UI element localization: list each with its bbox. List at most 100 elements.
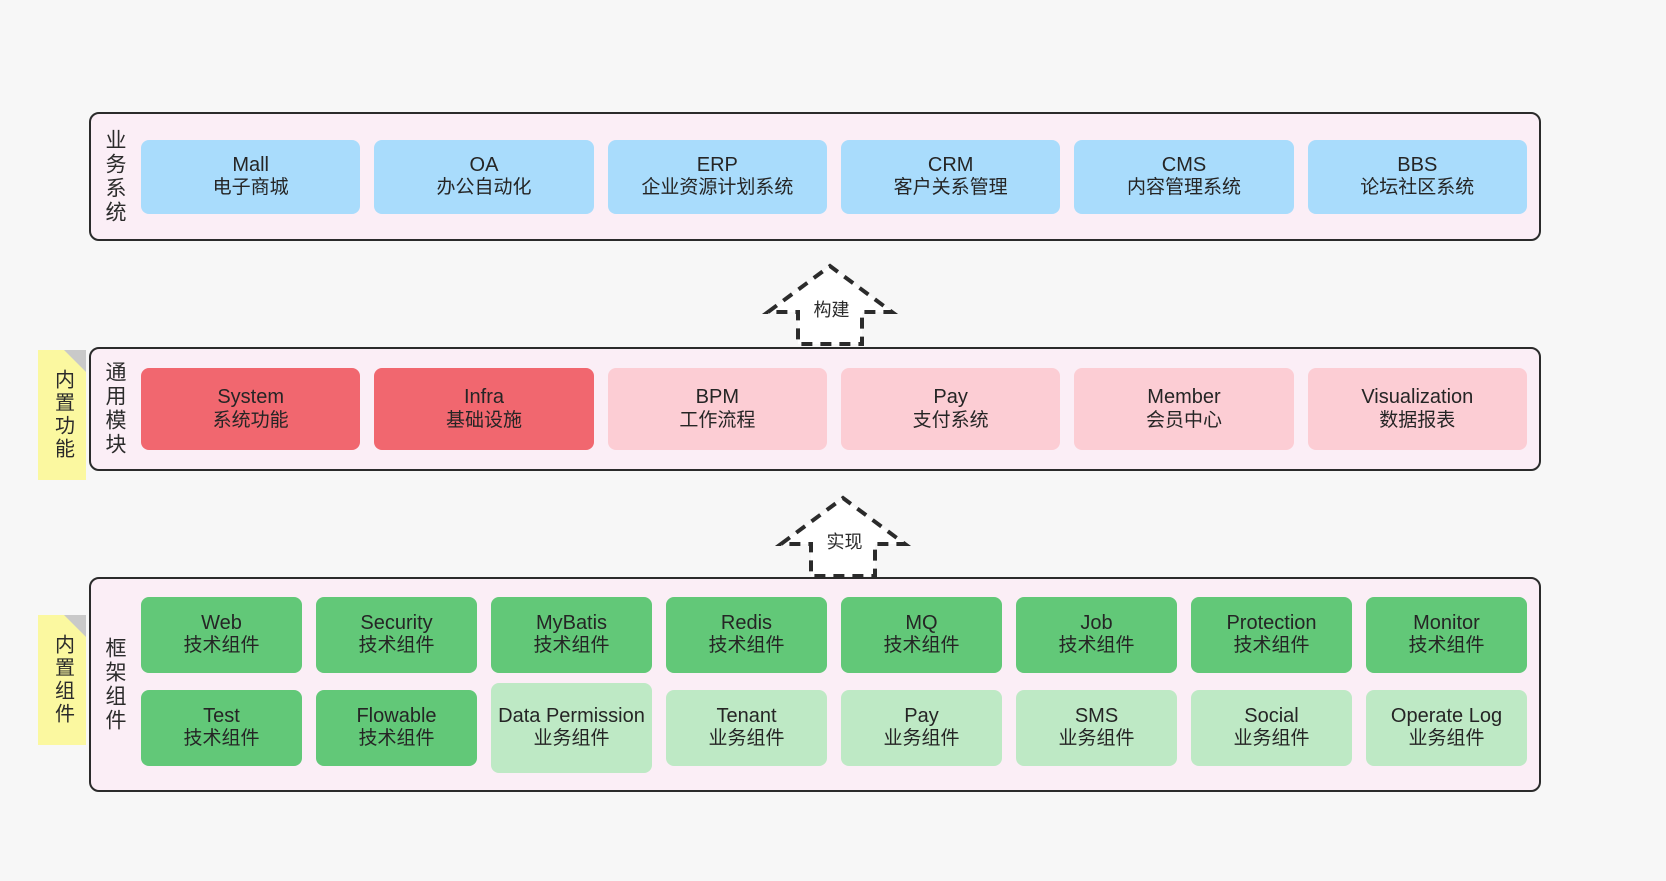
card-member-desc: 会员中心 <box>1145 409 1222 431</box>
card-sms[interactable]: SMS 业务组件 <box>1016 689 1177 766</box>
layer-business-system-cards: Mall 电子商城 OA 办公自动化 ERP 企业资源计划系统 CRM 客户关系… <box>137 114 1539 239</box>
card-redis[interactable]: Redis 技术组件 <box>666 596 827 673</box>
card-erp-desc: 企业资源计划系统 <box>641 177 794 199</box>
card-tenant-name: Tenant <box>716 704 777 727</box>
card-web[interactable]: Web 技术组件 <box>141 596 302 673</box>
card-security-name: Security <box>360 611 433 634</box>
card-system-desc: 系统功能 <box>212 409 289 431</box>
card-pay-component-desc: 业务组件 <box>883 728 960 750</box>
card-bpm-name: BPM <box>695 386 739 408</box>
card-monitor-name: Monitor <box>1413 611 1480 634</box>
card-pay-module-desc: 支付系统 <box>912 409 989 431</box>
card-pay-component[interactable]: Pay 业务组件 <box>841 689 1002 766</box>
connector-implement: 实现 <box>773 490 913 580</box>
card-operate-log[interactable]: Operate Log 业务组件 <box>1366 689 1527 766</box>
card-oa-name: OA <box>469 153 499 176</box>
card-social-desc: 业务组件 <box>1233 728 1310 750</box>
card-crm[interactable]: CRM 客户关系管理 <box>840 139 1061 214</box>
card-mybatis-desc: 技术组件 <box>533 635 610 657</box>
card-pay-module[interactable]: Pay 支付系统 <box>840 368 1061 450</box>
layer-framework-components-title: 框架组件 <box>103 636 127 733</box>
card-operate-log-name: Operate Log <box>1390 704 1503 727</box>
card-mall[interactable]: Mall 电子商城 <box>141 139 361 214</box>
card-job[interactable]: Job 技术组件 <box>1016 596 1177 673</box>
note-builtin-component: 内置组件 <box>38 615 86 745</box>
card-erp[interactable]: ERP 企业资源计划系统 <box>607 139 827 214</box>
card-web-name: Web <box>201 611 242 634</box>
card-test-name: Test <box>203 704 240 727</box>
card-visualization[interactable]: Visualization 数据报表 <box>1307 368 1527 450</box>
layer-framework-components: 框架组件 Web 技术组件 Security 技术组件 MyBatis 技术组件… <box>89 577 1541 792</box>
card-mybatis[interactable]: MyBatis 技术组件 <box>491 596 652 673</box>
card-social[interactable]: Social 业务组件 <box>1191 689 1352 766</box>
card-protection-name: Protection <box>1226 611 1317 634</box>
card-protection-desc: 技术组件 <box>1233 635 1310 657</box>
card-system-name: System <box>217 386 284 408</box>
layer-business-system: 业务系统 Mall 电子商城 OA 办公自动化 ERP 企业资源计划系统 CRM… <box>89 112 1541 241</box>
card-redis-desc: 技术组件 <box>708 635 785 657</box>
note-builtin-function: 内置功能 <box>38 350 86 480</box>
card-mq[interactable]: MQ 技术组件 <box>841 596 1002 673</box>
card-bbs-desc: 论坛社区系统 <box>1360 177 1475 199</box>
card-system[interactable]: System 系统功能 <box>141 368 361 450</box>
card-monitor[interactable]: Monitor 技术组件 <box>1366 596 1527 673</box>
card-infra-desc: 基础设施 <box>445 409 522 431</box>
card-mybatis-name: MyBatis <box>535 611 608 634</box>
card-pay-module-name: Pay <box>933 386 968 408</box>
card-flowable-desc: 技术组件 <box>358 728 435 750</box>
card-job-name: Job <box>1080 611 1113 634</box>
framework-row-technical: Web 技术组件 Security 技术组件 MyBatis 技术组件 Redi… <box>141 596 1527 673</box>
card-mall-desc: 电子商城 <box>212 177 289 199</box>
layer-common-modules: 通用模块 System 系统功能 Infra 基础设施 BPM 工作流程 Pay… <box>89 347 1541 471</box>
card-member-name: Member <box>1147 386 1221 408</box>
note-builtin-function-label: 内置功能 <box>51 369 74 461</box>
card-monitor-desc: 技术组件 <box>1408 635 1485 657</box>
card-sms-desc: 业务组件 <box>1058 728 1135 750</box>
card-data-permission[interactable]: Data Permission 业务组件 <box>491 682 652 773</box>
card-security[interactable]: Security 技术组件 <box>316 596 477 673</box>
card-social-name: Social <box>1244 704 1299 727</box>
note-fold-icon <box>64 350 86 372</box>
card-data-permission-desc: 业务组件 <box>533 728 610 750</box>
card-crm-desc: 客户关系管理 <box>893 177 1008 199</box>
card-flowable-name: Flowable <box>356 704 437 727</box>
card-oa[interactable]: OA 办公自动化 <box>374 139 594 214</box>
card-protection[interactable]: Protection 技术组件 <box>1191 596 1352 673</box>
connector-build-label: 构建 <box>813 300 850 320</box>
card-job-desc: 技术组件 <box>1058 635 1135 657</box>
card-pay-component-name: Pay <box>904 704 939 727</box>
card-operate-log-desc: 业务组件 <box>1408 728 1485 750</box>
card-redis-name: Redis <box>720 611 773 634</box>
card-test-desc: 技术组件 <box>183 728 260 750</box>
card-cms-desc: 内容管理系统 <box>1126 177 1241 199</box>
card-data-permission-name: Data Permission <box>498 704 645 727</box>
card-flowable[interactable]: Flowable 技术组件 <box>316 689 477 766</box>
card-bbs-name: BBS <box>1397 153 1438 176</box>
card-cms[interactable]: CMS 内容管理系统 <box>1074 139 1294 214</box>
card-mall-name: Mall <box>232 153 269 176</box>
note-fold-icon <box>64 615 86 637</box>
card-security-desc: 技术组件 <box>358 635 435 657</box>
card-bpm[interactable]: BPM 工作流程 <box>607 368 827 450</box>
card-visualization-name: Visualization <box>1361 386 1474 408</box>
layer-common-modules-cards: System 系统功能 Infra 基础设施 BPM 工作流程 Pay 支付系统… <box>137 349 1539 469</box>
card-visualization-desc: 数据报表 <box>1379 409 1456 431</box>
connector-build: 构建 <box>760 258 900 348</box>
card-erp-name: ERP <box>696 153 738 176</box>
card-mq-name: MQ <box>905 611 938 634</box>
card-bbs[interactable]: BBS 论坛社区系统 <box>1307 139 1527 214</box>
card-test[interactable]: Test 技术组件 <box>141 689 302 766</box>
card-tenant[interactable]: Tenant 业务组件 <box>666 689 827 766</box>
card-mq-desc: 技术组件 <box>883 635 960 657</box>
layer-common-modules-title: 通用模块 <box>103 361 127 457</box>
card-web-desc: 技术组件 <box>183 635 260 657</box>
card-member[interactable]: Member 会员中心 <box>1074 368 1294 450</box>
card-tenant-desc: 业务组件 <box>708 728 785 750</box>
build-arrow-icon <box>761 263 899 346</box>
card-infra-name: Infra <box>463 386 504 408</box>
note-builtin-component-label: 内置组件 <box>51 634 74 726</box>
card-crm-name: CRM <box>927 153 974 176</box>
card-infra[interactable]: Infra 基础设施 <box>374 368 594 450</box>
card-sms-name: SMS <box>1074 704 1119 727</box>
